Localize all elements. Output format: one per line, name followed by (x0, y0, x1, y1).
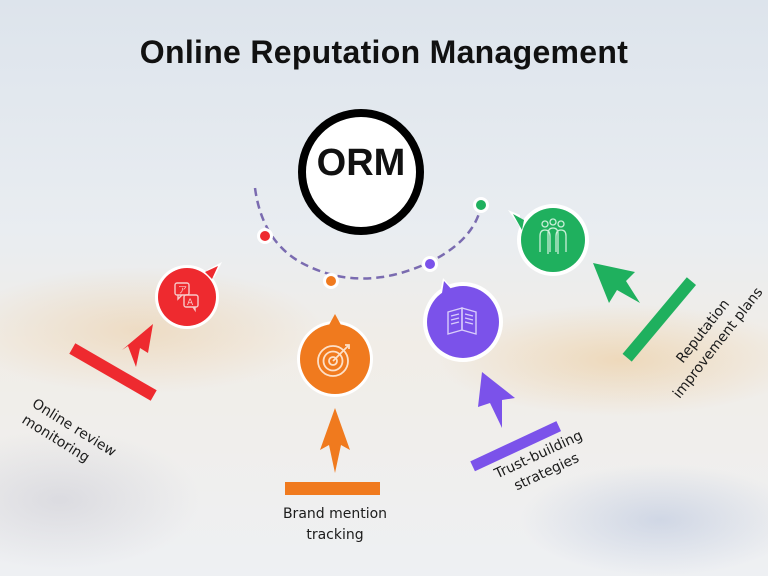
arc-dot-green (473, 197, 489, 213)
translate-icon: ア A (174, 282, 199, 313)
arrow-green (593, 263, 640, 303)
label-brand-mention: Brand mention tracking (270, 505, 400, 545)
team-icon (539, 218, 567, 254)
arc-dot-red (257, 228, 273, 244)
bar-green (622, 277, 697, 362)
item-brand-mention (285, 314, 380, 495)
arc-dot-orange (323, 273, 339, 289)
bar-red (69, 343, 157, 401)
item-trust-building (423, 278, 562, 472)
arc-dot-purple (422, 256, 438, 272)
arrow-red (122, 324, 153, 367)
arrow-orange (320, 408, 350, 473)
svg-text:A: A (187, 298, 194, 308)
bar-orange (285, 482, 380, 495)
svg-text:ア: ア (178, 286, 187, 296)
bar-purple (470, 421, 562, 472)
item-online-review: ア A (69, 262, 222, 401)
label-line: tracking (306, 527, 364, 543)
label-line: Brand mention (282, 506, 388, 522)
book-icon (447, 307, 477, 335)
page-title: Online Reputation Management (139, 34, 629, 70)
orm-label: ORM (316, 142, 406, 184)
arrow-purple (478, 372, 515, 428)
orm-circle (298, 109, 424, 235)
item-reputation-improvement (508, 204, 697, 362)
target-icon (317, 344, 350, 377)
